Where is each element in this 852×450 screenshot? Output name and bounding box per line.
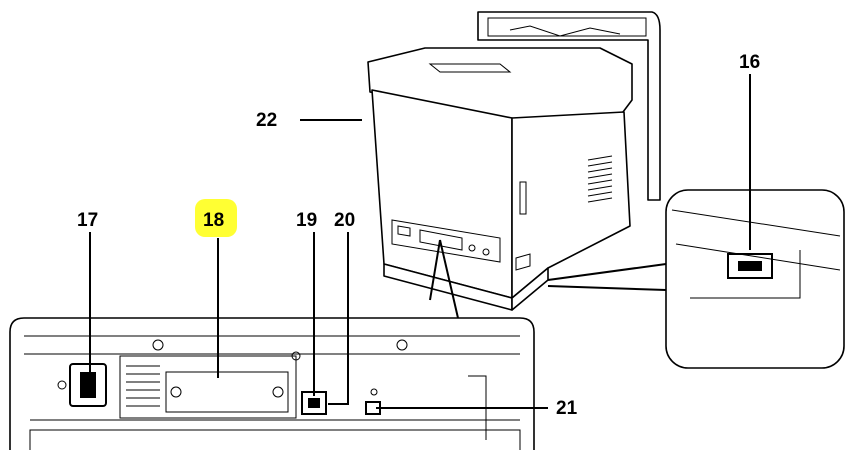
leader-20 <box>328 232 349 405</box>
label-18-highlight <box>195 199 237 237</box>
callout-16: 16 <box>739 52 760 73</box>
callout-18: 18 <box>203 210 224 231</box>
rear-panel-detail <box>9 239 535 450</box>
callout-21: 21 <box>556 398 578 419</box>
printer-body <box>367 11 661 311</box>
callout-19: 19 <box>296 210 317 231</box>
callout-22: 22 <box>256 110 277 131</box>
callout-17: 17 <box>77 210 98 231</box>
callout-20: 20 <box>334 210 355 231</box>
usb-port-detail <box>547 189 845 369</box>
callout-lines <box>89 74 751 409</box>
